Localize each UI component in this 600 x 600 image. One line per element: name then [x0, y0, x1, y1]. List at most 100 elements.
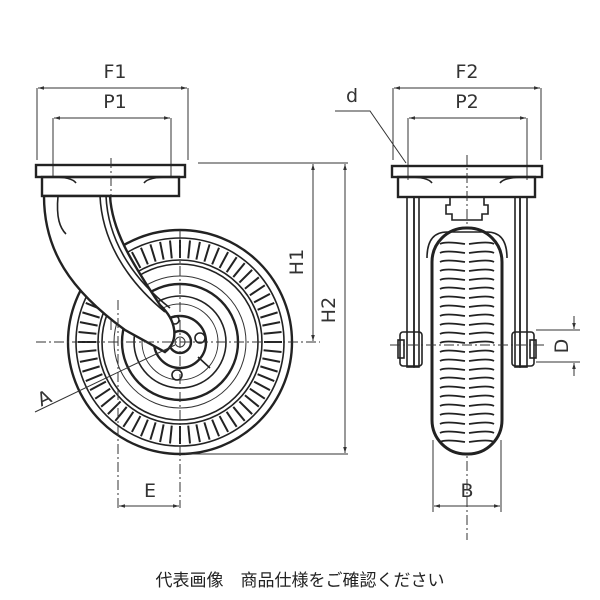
side-view: F1 P1 — [34, 61, 348, 510]
tread-rib — [131, 251, 142, 269]
tread-rib — [468, 250, 495, 254]
tread-rib — [468, 394, 495, 398]
tread-rib — [262, 321, 281, 327]
tread-rib — [468, 277, 495, 281]
fork-legs-front — [397, 196, 537, 368]
f2-dimension: F2 — [392, 61, 542, 160]
tread-rib — [107, 400, 122, 415]
d-label: d — [346, 85, 358, 107]
tread-rib — [169, 425, 173, 444]
tread-rib — [468, 268, 495, 272]
tread-rib — [468, 412, 495, 416]
tread-rib — [439, 340, 466, 344]
tread-rib — [187, 425, 191, 444]
b-dimension: B — [432, 440, 502, 512]
tread-rib — [468, 340, 495, 344]
tread-rib — [439, 367, 466, 371]
p1-label: P1 — [103, 91, 127, 113]
tread-rib — [468, 376, 495, 380]
tread-rib — [169, 240, 173, 259]
tread-rib — [94, 387, 111, 400]
d-leader: d — [335, 85, 407, 164]
tread-rib — [225, 256, 238, 273]
tread-rib — [89, 380, 107, 391]
tread-rib — [211, 247, 220, 265]
tread-rib — [439, 376, 466, 380]
tread-rib — [439, 349, 466, 353]
tread-rib — [439, 250, 466, 254]
tread-rib — [187, 240, 191, 259]
f1-dimension: F1 — [36, 61, 189, 160]
f2-label: F2 — [455, 61, 478, 83]
b-label: B — [460, 480, 473, 502]
tread-rib — [468, 313, 495, 317]
fork-leg — [42, 194, 176, 354]
tread-rib — [79, 321, 98, 327]
tread-rib — [244, 276, 260, 290]
a-label: A — [34, 386, 55, 411]
tread-rib — [78, 349, 97, 353]
tread-rib — [439, 331, 466, 335]
tread-rib — [100, 394, 116, 408]
tread-rib — [439, 277, 466, 281]
tread-rib — [468, 430, 495, 434]
tread-rib — [257, 373, 275, 382]
tread-rib — [439, 259, 466, 263]
tread-rib — [149, 244, 157, 262]
tread-rib — [114, 406, 128, 422]
tread-rib — [439, 241, 466, 245]
tread-rib — [218, 415, 229, 433]
p2-dimension: P2 — [407, 91, 528, 180]
a-leader: A — [34, 344, 176, 413]
tread-rib — [439, 394, 466, 398]
tread-rib — [468, 421, 495, 425]
tread-rib — [140, 419, 149, 437]
tread-rib — [203, 422, 211, 440]
e-label: E — [144, 480, 156, 502]
tread-rib — [203, 244, 211, 262]
tread-rib — [468, 304, 495, 308]
tread-rib — [468, 295, 495, 299]
tread-rib — [468, 358, 495, 362]
f1-label: F1 — [103, 61, 126, 83]
tread-rib — [468, 241, 495, 245]
tread-rib — [468, 331, 495, 335]
tread-rib — [468, 322, 495, 326]
kingpin-nut — [445, 197, 489, 221]
tread-rib — [79, 357, 98, 363]
tread-rib — [439, 439, 466, 443]
tread-rib — [439, 322, 466, 326]
tread-rib — [140, 247, 149, 265]
p1-dimension: P1 — [52, 91, 172, 178]
tread-rib — [468, 439, 495, 443]
h1-label: H1 — [286, 249, 308, 275]
tread-rib — [439, 421, 466, 425]
tread-rib — [468, 349, 495, 353]
tread-rib — [122, 411, 135, 428]
tread-rib — [225, 411, 238, 428]
tire-tread-front — [439, 241, 495, 443]
tread-rib — [263, 349, 282, 353]
top-plate-front — [390, 155, 544, 540]
tread-rib — [149, 422, 157, 440]
e-dimension: E — [119, 480, 179, 508]
tread-rib — [260, 311, 278, 319]
tread-rib — [468, 286, 495, 290]
tread-rib — [439, 412, 466, 416]
tread-rib — [195, 241, 201, 260]
tread-rib — [131, 415, 142, 433]
tread-rib — [82, 365, 100, 373]
h1-dimension: H1 — [198, 162, 348, 341]
tread-rib — [232, 262, 246, 278]
tread-rib — [249, 387, 266, 400]
tread-rib — [78, 331, 97, 335]
tread-rib — [249, 284, 266, 297]
tread-rib — [263, 331, 282, 335]
tread-rib — [439, 286, 466, 290]
tread-rib — [468, 385, 495, 389]
diameter-d-label: D — [551, 339, 573, 354]
tread-rib — [218, 251, 229, 269]
tread-rib — [238, 400, 253, 415]
h2-dimension: H2 — [185, 164, 348, 455]
